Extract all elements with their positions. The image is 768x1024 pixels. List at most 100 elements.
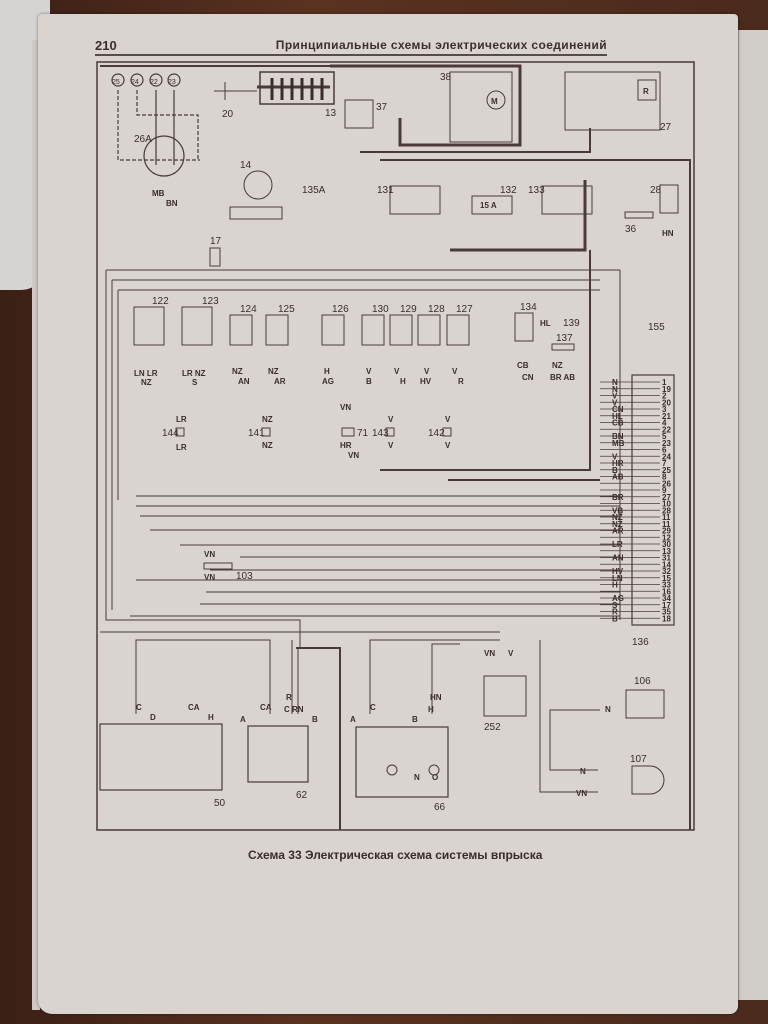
ecu-wire-label: HR: [612, 459, 624, 468]
ecu-wire-label: AB: [612, 473, 624, 482]
svg-text:VN: VN: [204, 550, 215, 559]
ecu-pin-number: 21: [662, 412, 671, 421]
svg-text:O: O: [432, 773, 438, 782]
page-number: 210: [95, 38, 117, 53]
svg-text:V: V: [452, 367, 458, 376]
svg-text:125: 125: [278, 304, 295, 315]
component-131-relay: [389, 185, 441, 215]
svg-text:142: 142: [428, 428, 445, 439]
svg-text:22: 22: [150, 79, 158, 86]
lamp-25-icon: [111, 73, 125, 87]
ecu-pin-number: 7: [662, 459, 667, 468]
svg-text:NZ: NZ: [268, 367, 279, 376]
svg-text:LR: LR: [176, 443, 187, 452]
svg-text:66: 66: [434, 802, 446, 813]
component-127: [446, 314, 470, 346]
component-133-relay: [541, 185, 593, 215]
svg-text:26A: 26A: [134, 134, 152, 145]
svg-text:27: 27: [660, 122, 672, 133]
svg-text:252: 252: [484, 722, 501, 733]
svg-text:50: 50: [214, 798, 226, 809]
svg-text:AR: AR: [274, 377, 286, 386]
ecu-pin-number: 3: [662, 405, 667, 414]
ecu-pin-number: 15: [662, 574, 671, 583]
ecu-pin-number: 13: [662, 547, 671, 556]
svg-text:HN: HN: [430, 693, 442, 702]
component-71: [341, 427, 355, 437]
svg-text:107: 107: [630, 754, 647, 765]
ecu-pin-number: 19: [662, 385, 671, 394]
svg-text:N: N: [580, 767, 586, 776]
ecu-pin-number: 12: [662, 533, 671, 542]
svg-text:V: V: [388, 441, 394, 450]
ecu-pin-number: 32: [662, 567, 671, 576]
ecu-wire-label: V: [612, 398, 618, 407]
component-132-fuse: [471, 195, 513, 215]
svg-text:28: 28: [650, 185, 662, 196]
svg-text:N: N: [605, 705, 611, 714]
component-129: [389, 314, 413, 346]
ecu-wire-label: V: [612, 392, 618, 401]
ecu-pin-number: 2: [662, 392, 667, 401]
component-14-switch: [243, 170, 273, 200]
ecu-wire-label: BN: [612, 432, 624, 441]
diagram-frame: [96, 61, 695, 831]
svg-text:R: R: [458, 377, 464, 386]
svg-text:NZ: NZ: [262, 415, 273, 424]
component-122: [133, 306, 165, 346]
ecu-pin-number: 10: [662, 500, 671, 509]
svg-text:134: 134: [520, 302, 537, 313]
svg-text:HR: HR: [340, 441, 352, 450]
ecu-wire-label: HL: [612, 412, 623, 421]
svg-text:15 A: 15 A: [480, 201, 497, 210]
ecu-pin-number: 17: [662, 601, 671, 610]
svg-text:R: R: [643, 87, 649, 96]
svg-text:106: 106: [634, 676, 651, 687]
svg-text:71: 71: [357, 428, 369, 439]
figure-caption: Схема 33 Электрическая схема системы впр…: [248, 848, 543, 862]
ecu-wire-label: NZ: [612, 520, 623, 529]
svg-text:V: V: [508, 649, 514, 658]
component-141: [261, 427, 271, 437]
book-page: [38, 14, 738, 1014]
lamp-group: [111, 73, 200, 165]
svg-text:A: A: [350, 715, 356, 724]
component-20: [214, 82, 257, 100]
svg-text:VN: VN: [576, 789, 587, 798]
svg-text:LR: LR: [176, 415, 187, 424]
ecu-pin-number: 9: [662, 486, 667, 495]
ecu-wire-label: B: [612, 466, 618, 475]
svg-text:13: 13: [325, 108, 337, 119]
svg-text:25: 25: [112, 79, 120, 86]
ecu-wire-label: N: [612, 378, 618, 387]
ecu-pin-number: 30: [662, 540, 671, 549]
svg-text:38: 38: [440, 72, 452, 83]
svg-text:M: M: [491, 97, 498, 106]
component-144: [175, 427, 185, 437]
svg-text:MB: MB: [152, 189, 165, 198]
svg-text:V: V: [366, 367, 372, 376]
component-107-motor: [631, 765, 665, 795]
svg-text:AN: AN: [238, 377, 250, 386]
component-36: [624, 211, 654, 219]
svg-text:H: H: [400, 377, 406, 386]
ecu-wire-label: AG: [612, 594, 624, 603]
component-142: [442, 427, 452, 437]
svg-text:VN: VN: [484, 649, 495, 658]
ecu-wire-label: S: [612, 601, 618, 610]
svg-text:C: C: [136, 703, 142, 712]
facing-page: [738, 30, 768, 1000]
component-125: [265, 314, 289, 346]
svg-text:V: V: [394, 367, 400, 376]
svg-text:103: 103: [236, 571, 253, 582]
svg-text:155: 155: [648, 322, 665, 333]
svg-text:B: B: [412, 715, 418, 724]
ecu-pin-number: 26: [662, 479, 671, 488]
svg-text:C: C: [370, 703, 376, 712]
svg-text:NZ: NZ: [262, 441, 273, 450]
lamp-23-icon: [167, 73, 181, 87]
svg-text:VN: VN: [340, 403, 351, 412]
svg-text:V: V: [445, 415, 451, 424]
svg-text:H: H: [208, 713, 214, 722]
ecu-wire-label: MB: [612, 439, 625, 448]
